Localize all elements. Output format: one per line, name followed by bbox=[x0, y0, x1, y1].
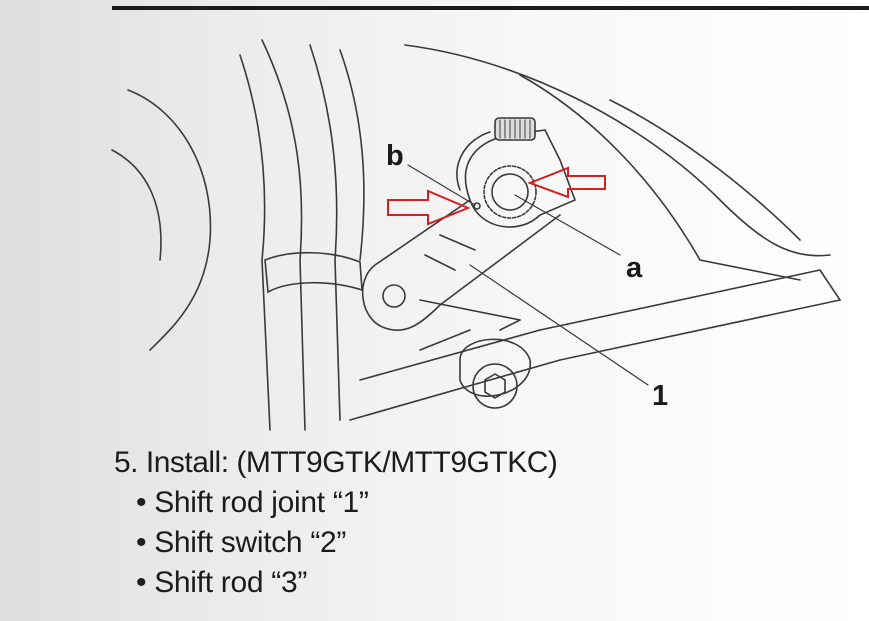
list-item: Shift switch “2” bbox=[136, 526, 346, 560]
header-rule bbox=[112, 6, 869, 10]
list-item: Shift rod joint “1” bbox=[136, 486, 369, 520]
shift-rod-illustration bbox=[111, 39, 842, 431]
arrow-icon bbox=[387, 166, 606, 226]
list-item: Shift rod “3” bbox=[136, 566, 307, 600]
label-a: a bbox=[626, 252, 643, 284]
label-1: 1 bbox=[652, 380, 669, 412]
label-b: b bbox=[386, 140, 404, 172]
step-instruction: 5. Install: (MTT9GTK/MTT9GTKC) bbox=[114, 446, 558, 479]
